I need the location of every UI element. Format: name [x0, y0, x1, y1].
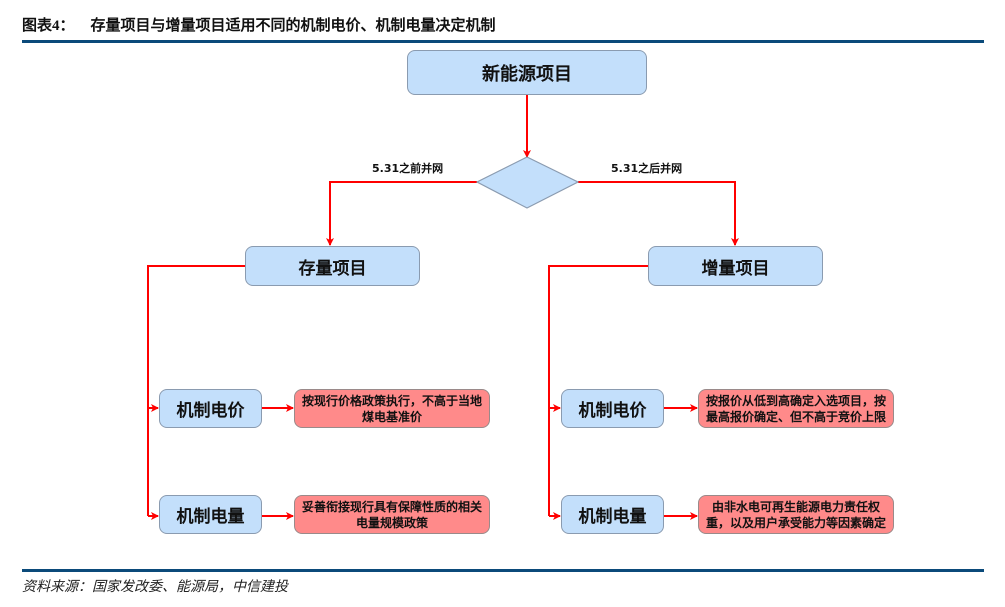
stock-volume-node: 机制电量 [159, 495, 262, 534]
source-note: 资料来源：国家发改委、能源局，中信建投 [22, 579, 288, 595]
root-node: 新能源项目 [407, 50, 647, 95]
stock-price-node: 机制电价 [159, 389, 262, 428]
incremental-price-detail: 按报价从低到高确定入选项目，按最高报价确定、但不高于竞价上限 [698, 389, 894, 428]
incremental-volume-detail: 由非水电可再生能源电力责任权重，以及用户承受能力等因素确定 [698, 495, 894, 534]
bottom-rule [22, 569, 984, 572]
stock-volume-detail: 妥善衔接现行具有保障性质的相关电量规模政策 [294, 495, 490, 534]
figure-separator: ： [59, 16, 75, 34]
edge-label-after: 5.31之后并网 [611, 162, 683, 175]
incremental-volume-node: 机制电量 [561, 495, 664, 534]
arrow-decision-to-incremental [578, 181, 739, 246]
figure-number: 4 [52, 18, 60, 34]
figure-title-text: 存量项目与增量项目适用不同的机制电价、机制电量决定机制 [90, 16, 496, 34]
line-incremental-trunk [548, 265, 648, 516]
incremental-price-node: 机制电价 [561, 389, 664, 428]
incremental-project-node: 增量项目 [648, 246, 823, 286]
edge-label-before: 5.31之前并网 [372, 162, 444, 175]
line-stock-trunk [147, 265, 245, 516]
decision-diamond [475, 156, 580, 209]
arrow-decision-to-stock [326, 181, 477, 246]
figure-title: 图表4： 存量项目与增量项目适用不同的机制电价、机制电量决定机制 [22, 14, 496, 35]
top-rule [22, 40, 984, 43]
stock-project-node: 存量项目 [245, 246, 420, 286]
figure-label: 图表 [22, 16, 53, 34]
stock-price-detail: 按现行价格政策执行，不高于当地煤电基准价 [294, 389, 490, 428]
